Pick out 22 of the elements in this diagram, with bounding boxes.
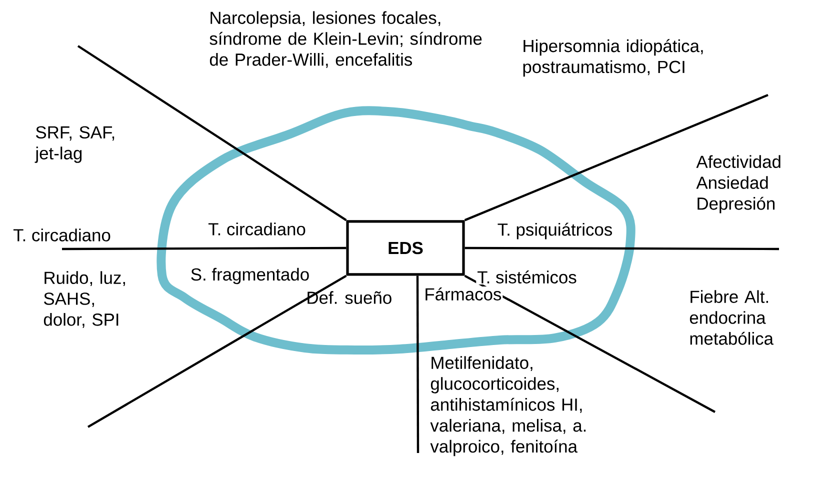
annotation-text: Ruido, luz, SAHS, dolor, SPI xyxy=(44,271,125,328)
edge-label: Fármacos xyxy=(426,287,502,300)
spoke-line xyxy=(77,45,347,222)
edge-label: S. fragmentado xyxy=(191,268,309,284)
center-box: EDS xyxy=(346,220,465,276)
annotation-text: Def. sueño xyxy=(308,291,392,304)
edge-label: T. sistémicos xyxy=(478,270,576,284)
annotation-text: T. circadiano xyxy=(13,228,110,242)
spoke-line xyxy=(464,274,716,413)
spoke-line xyxy=(464,94,768,222)
annotation-text: Narcolepsia, lesiones focales, síndrome de Klein-Levin; síndrome de Prader-Willi, encefalitis xyxy=(210,11,482,68)
annotation-text: SRF, SAF, jet-lag xyxy=(34,126,114,163)
spoke-line xyxy=(62,246,346,250)
annotation-text: Hipersomnia idiopática, postraumatismo, PCI xyxy=(523,39,703,77)
spoke-line xyxy=(416,276,420,453)
spoke-line xyxy=(464,246,779,250)
annotation-text: Afectividad Ansiedad Depresión xyxy=(696,155,780,214)
edge-label: T. psiquiátricos xyxy=(498,222,612,240)
spoke-line xyxy=(87,274,347,428)
annotation-text: Fiebre Alt. endocrina metabólica xyxy=(690,290,774,345)
annotation-text: Metilfenidato, glucocorticoides, antihistamínicos HI, valeriana, melisa, a. valproico, fenitoína xyxy=(430,356,586,456)
edge-label: T. circadiano xyxy=(208,222,306,236)
